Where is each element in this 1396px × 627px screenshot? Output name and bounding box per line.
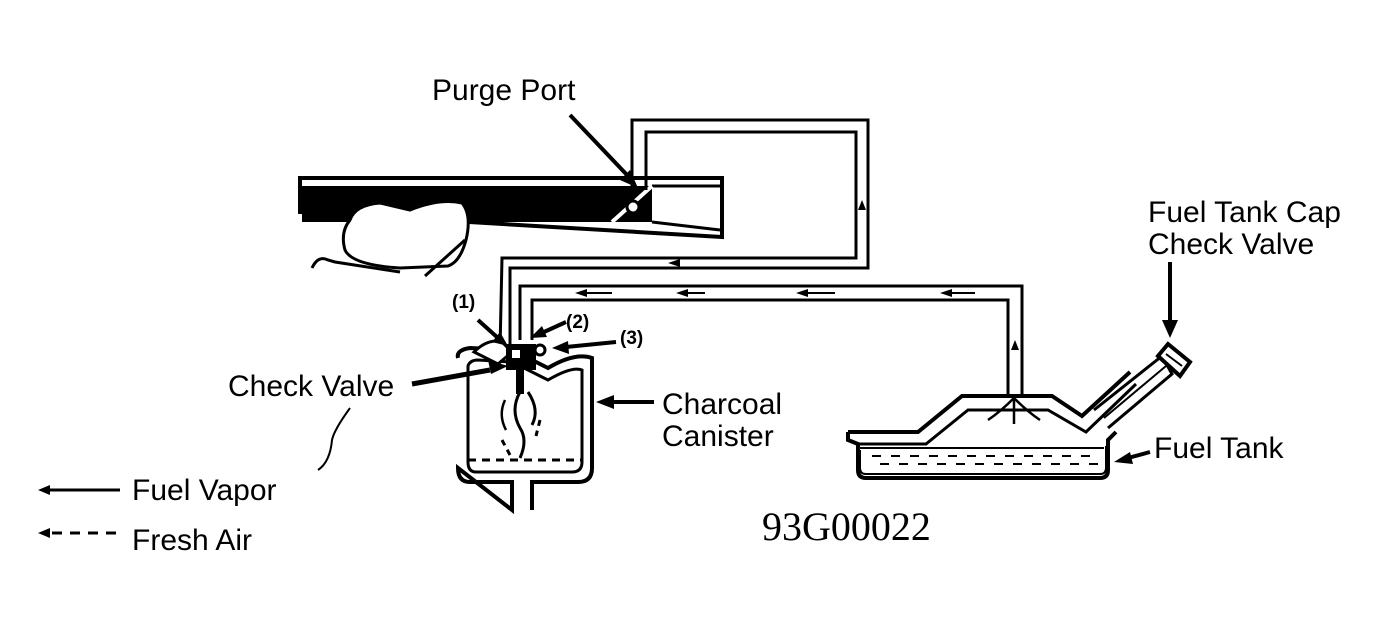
legend-fuel-vapor: Fuel Vapor — [38, 474, 277, 507]
intake-manifold — [298, 176, 724, 278]
cap-check-valve-label-line2: Check Valve — [1148, 228, 1314, 261]
vapor-arrows — [575, 289, 1019, 350]
fuel-vapor-arrow-icon — [38, 485, 50, 495]
fuel-tank-label: Fuel Tank — [1154, 432, 1285, 465]
purge-port — [625, 199, 641, 215]
fuel-level-marks — [872, 455, 1098, 465]
check-valve-label: Check Valve — [228, 370, 394, 403]
charcoal-canister-label-line2: Canister — [662, 420, 774, 453]
purge-left-arrow — [668, 259, 680, 267]
legend-fresh-air-label: Fresh Air — [132, 524, 252, 557]
cap-check-valve-label-line1: Fuel Tank Cap — [1148, 196, 1341, 229]
purge-up-arrow — [858, 200, 866, 210]
legend: Fuel Vapor Fresh Air — [38, 474, 277, 557]
purge-port-label: Purge Port — [432, 74, 576, 107]
vapor-line — [518, 284, 1024, 398]
leader-arrows — [317, 113, 1178, 471]
callout-2: (2) — [566, 312, 589, 333]
charcoal-canister — [455, 339, 594, 515]
legend-fuel-vapor-label: Fuel Vapor — [132, 474, 277, 507]
fuel-tank-cap — [1155, 341, 1193, 379]
legend-fresh-air: Fresh Air — [38, 524, 252, 557]
fresh-air-arrow-icon — [38, 528, 50, 538]
callout-3: (3) — [620, 328, 643, 349]
callout-1: (1) — [452, 292, 475, 313]
charcoal-canister-label-line1: Charcoal — [662, 388, 782, 421]
figure-code: 93G00022 — [762, 504, 931, 549]
purge-line — [498, 118, 870, 351]
